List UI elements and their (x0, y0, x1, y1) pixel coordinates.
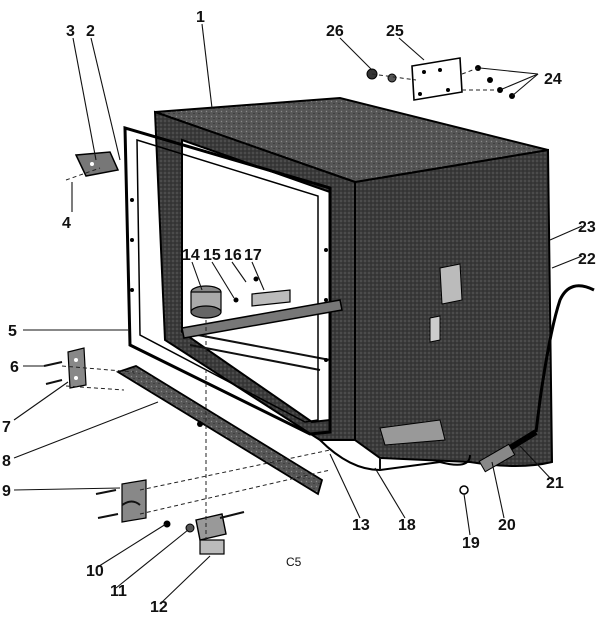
alignment-dashes (61, 67, 498, 540)
callout-22: 22 (578, 251, 596, 268)
callout-14: 14 (182, 247, 200, 264)
callout-19: 19 (462, 535, 480, 552)
callout-13: 13 (352, 517, 370, 534)
callout-12: 12 (150, 599, 168, 616)
callout-4: 4 (62, 215, 71, 232)
callout-16: 16 (224, 247, 242, 264)
callout-24: 24 (544, 71, 562, 88)
drain-hose (459, 284, 595, 495)
callout-25: 25 (386, 23, 404, 40)
callout-6: 6 (10, 359, 19, 376)
latch-bracket-upper (43, 347, 87, 389)
door-gasket-frame (123, 125, 332, 436)
leader-lines (13, 23, 583, 605)
callout-labels: 1 2 3 4 5 6 7 8 9 10 11 12 13 14 15 16 1… (2, 9, 596, 616)
callout-8: 8 (2, 453, 11, 470)
callout-1: 1 (196, 9, 205, 26)
callout-7: 7 (2, 419, 11, 436)
callout-18: 18 (398, 517, 416, 534)
switch-assembly (163, 511, 245, 555)
callout-2: 2 (86, 23, 95, 40)
callout-9: 9 (2, 483, 11, 500)
drawing-code: C5 (286, 555, 302, 569)
callout-10: 10 (86, 563, 104, 580)
tub-body (153, 96, 554, 472)
callout-3: 3 (66, 23, 75, 40)
callout-21: 21 (546, 475, 564, 492)
callout-26: 26 (326, 23, 344, 40)
latch-bracket-lower (95, 479, 147, 523)
top-mount-bracket (366, 57, 515, 101)
upper-hinge (74, 151, 120, 177)
callout-5: 5 (8, 323, 17, 340)
callout-17: 17 (244, 247, 262, 264)
callout-15: 15 (203, 247, 221, 264)
callout-23: 23 (578, 219, 596, 236)
inner-components (181, 276, 343, 339)
callout-11: 11 (110, 583, 127, 600)
callout-20: 20 (498, 517, 516, 534)
